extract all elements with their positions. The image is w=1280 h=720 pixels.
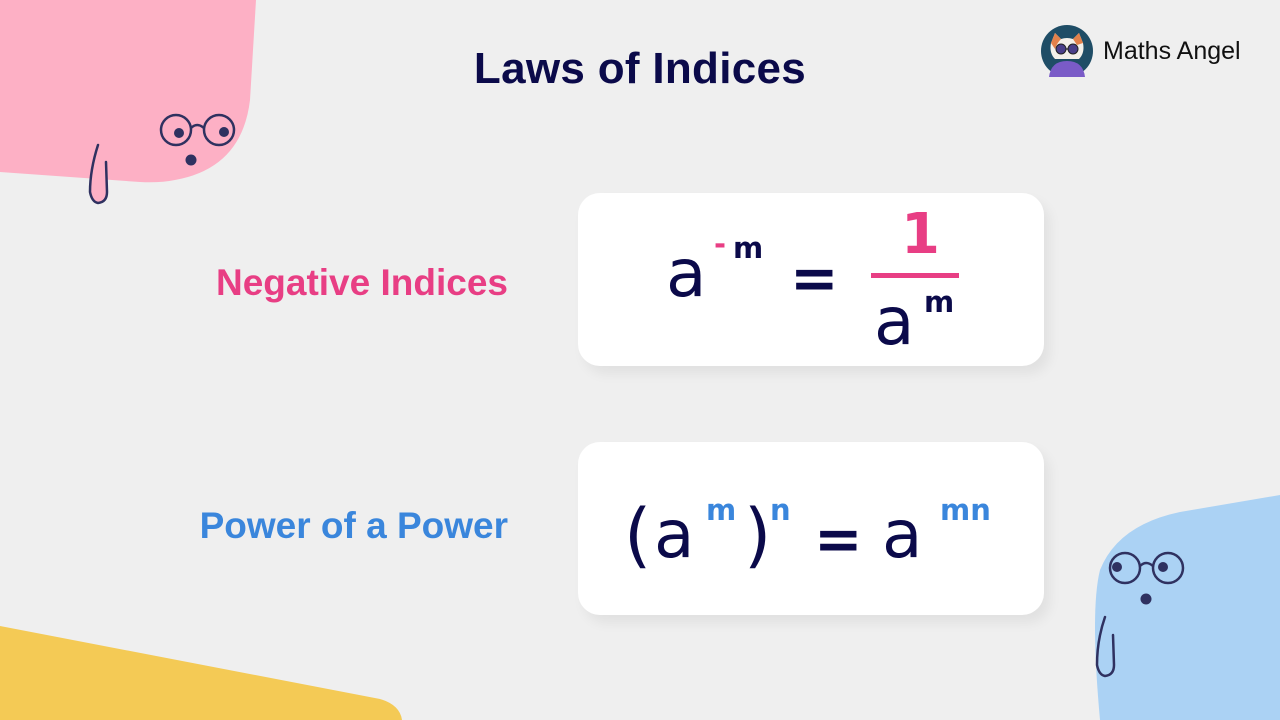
brand-name: Maths Angel bbox=[1103, 36, 1241, 65]
formula-card-power-of-a-power: ( a m ) n = a mn bbox=[578, 442, 1044, 615]
formula-denominator-exponent: m bbox=[924, 285, 955, 319]
formula-equals: = bbox=[814, 505, 863, 573]
pink-blob-character bbox=[0, 0, 256, 205]
cat-with-sunglasses-avatar-icon bbox=[1041, 25, 1093, 77]
brand-logo-link[interactable]: Maths Angel bbox=[1041, 25, 1241, 77]
formula-base: a bbox=[654, 496, 695, 573]
blue-blob-character bbox=[1095, 495, 1280, 720]
page-title: Laws of Indices bbox=[473, 44, 807, 93]
formula-equals: = bbox=[790, 244, 839, 312]
formula-card-negative-indices: a - m = 1 a m bbox=[578, 193, 1044, 366]
law-label-negative-indices: Negative Indices bbox=[215, 262, 508, 303]
formula-base: a bbox=[666, 235, 707, 312]
formula-result-base: a bbox=[882, 496, 923, 573]
law-label-power-of-a-power: Power of a Power bbox=[199, 505, 508, 546]
formula-numerator: 1 bbox=[901, 202, 940, 267]
fraction-bar bbox=[871, 273, 959, 278]
formula-exponent: m bbox=[733, 231, 764, 265]
formula-result-exponent: mn bbox=[940, 493, 991, 527]
formula-close-paren: ) bbox=[744, 494, 772, 576]
formula-denominator-base: a bbox=[874, 283, 915, 360]
formula-inner-exponent: m bbox=[706, 493, 737, 527]
yellow-blob bbox=[0, 626, 402, 720]
formula-exponent-sign: - bbox=[714, 227, 727, 261]
formula-outer-exponent: n bbox=[770, 493, 791, 527]
formula-open-paren: ( bbox=[624, 494, 652, 576]
